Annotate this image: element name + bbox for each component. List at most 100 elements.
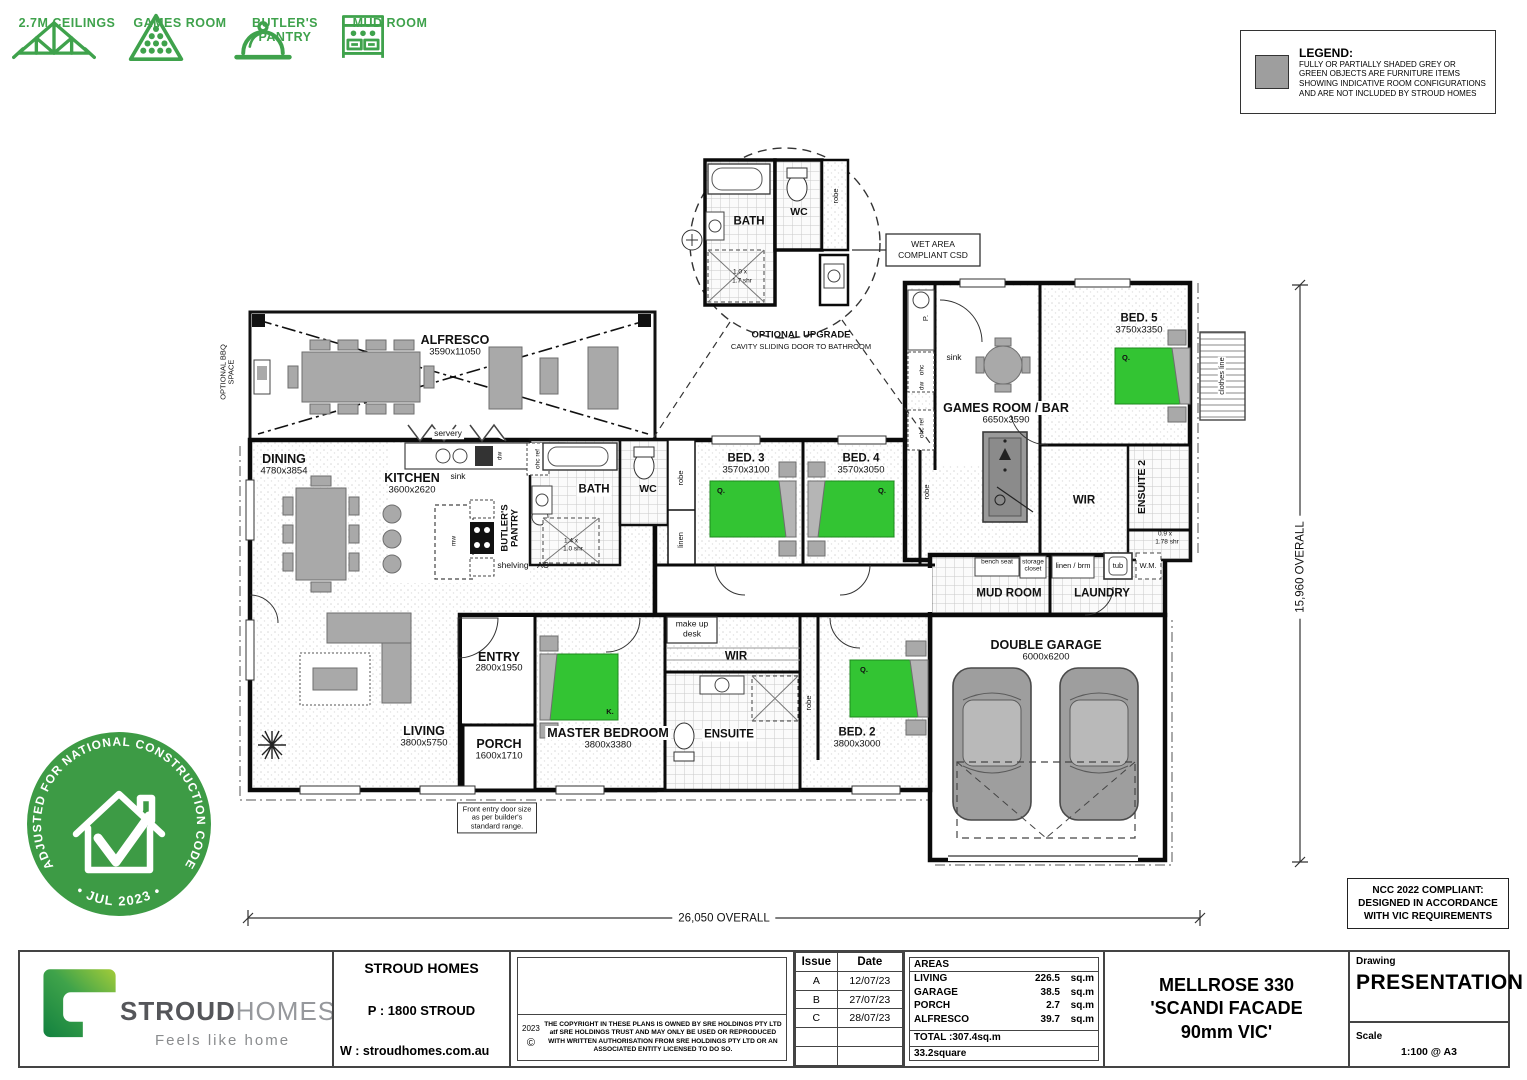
detail-robe-label: robe (830, 188, 840, 204)
room-kitchen-dims: 3600x2620 (388, 484, 436, 496)
ncc-stamp: ADJUSTED FOR NATIONAL CONSTRUCTION CODE … (27, 732, 211, 916)
shelving-label: shelving (497, 560, 529, 571)
ncc-line: DESIGNED IN ACCORDANCE (1358, 898, 1498, 909)
legend-line: GREEN OBJECTS ARE FURNITURE ITEMS (1299, 69, 1460, 79)
date-header: Date (836, 952, 904, 972)
logo-cell: STROUDHOMES Feels like home (20, 952, 335, 1066)
room-bed5-dims: 3750x3350 (1115, 324, 1163, 336)
bed5-q-label: Q. (1122, 352, 1130, 362)
alfresco-area (248, 310, 657, 442)
room-ensuite2: ENSUITE 2 (1136, 459, 1149, 515)
dining-furniture (282, 475, 360, 593)
room-bed2: BED. 2 (838, 726, 876, 739)
legend-box: LEGEND: FULLY OR PARTIALLY SHADED GREY O… (1240, 30, 1496, 114)
games-sink-label: sink (946, 352, 962, 363)
servery-label: servery (432, 428, 464, 439)
bed3-q-label: Q. (717, 485, 725, 495)
sink-label: sink (450, 471, 466, 482)
bath-shower-dims: 1.0 shr (563, 545, 583, 553)
overall-width-dim: 26,050 OVERALL (672, 912, 776, 926)
master-k-label: K. (606, 706, 614, 716)
stroud-homes-logo-icon (43, 969, 116, 1038)
ncc-line: WITH VIC REQUIREMENTS (1363, 911, 1493, 922)
detail-shower-dims: 1.0 x (732, 268, 748, 276)
porch-outline (461, 723, 537, 792)
room-dining-dims: 4780x3854 (260, 465, 308, 477)
room-wc: WC (639, 483, 657, 496)
copyright-text: THE COPYRIGHT IN THESE PLANS IS OWNED BY… (544, 1021, 782, 1053)
company-website: W : stroudhomes.com.au (340, 1044, 490, 1058)
feature-games-room: GAMES ROOM (125, 12, 235, 61)
bed4-q-label: Q. (878, 485, 886, 495)
room-master: MASTER BEDROOM (545, 726, 671, 740)
copyright-year: 2023 © (522, 1023, 540, 1052)
living-furniture (258, 612, 412, 760)
wet-area-callout: WET AREA (911, 239, 955, 250)
copyright-cell: 2023 © THE COPYRIGHT IN THESE PLANS IS O… (509, 952, 793, 1066)
room-wir-master: WIR (724, 650, 748, 663)
wm-label: W.M. (1139, 560, 1157, 570)
scale-value: 1:100 @ A3 (1401, 1045, 1457, 1058)
room-bed5: BED. 5 (1120, 312, 1158, 325)
pantry-p-label: P. (920, 314, 930, 322)
room-mudroom: MUD ROOM (976, 587, 1042, 600)
room-living-dims: 3800x5750 (400, 737, 448, 749)
front-door-note: Front entry door size as per builder's s… (457, 802, 537, 834)
copyright-inner-box: 2023 © THE COPYRIGHT IN THESE PLANS IS O… (517, 957, 787, 1061)
garage-cars (948, 667, 1139, 861)
ohc-ref-label: ohc ref (534, 449, 542, 469)
room-garage: DOUBLE GARAGE (990, 638, 1102, 652)
room-porch-dims: 1600x1710 (475, 750, 523, 762)
clothes-line-label: clothes line (1216, 357, 1227, 395)
room-bed4: BED. 4 (842, 452, 880, 465)
dw-label: dw (496, 451, 504, 461)
room-bed2-dims: 3800x3000 (833, 738, 881, 750)
room-games: GAMES ROOM / BAR (941, 401, 1071, 415)
copyright-symbol: © (526, 1037, 535, 1050)
company-name: STROUD HOMES (364, 960, 479, 976)
legend-grey-swatch (1255, 55, 1289, 89)
room-kitchen: KITCHEN (384, 471, 440, 485)
robe-label: robe (921, 484, 931, 500)
company-phone: P : 1800 STROUD (367, 1002, 476, 1018)
bed2-furniture (849, 640, 929, 736)
ensuite2-shower-dims: 1.78 shr (1155, 538, 1179, 546)
issue-header: Issue (795, 952, 838, 972)
wet-area-callout: COMPLIANT CSD (898, 250, 968, 261)
plan-title-cell: MELLROSE 330 'SCANDI FACADE 90mm VIC' (1103, 952, 1348, 1066)
roof-truss-icon (12, 21, 96, 59)
windows (245, 278, 1131, 795)
bed3-bed4-furniture (709, 461, 895, 557)
robe-label: robe (803, 695, 813, 711)
plan-title-line: MELLROSE 330 (1158, 974, 1295, 995)
robe-label: robe (675, 470, 685, 486)
room-entry: ENTRY (478, 650, 520, 664)
feature-label: 2.7M CEILINGS (18, 16, 116, 30)
door-arcs (249, 299, 1114, 659)
billiards-rack-icon (128, 13, 184, 61)
plan-title-line: 'SCANDI FACADE (1150, 998, 1303, 1019)
detail-bath-label: BATH (733, 215, 765, 228)
room-dining: DINING (262, 452, 306, 466)
feature-mud-room: MUD ROOM (335, 12, 445, 58)
optional-upgrade-sub: CAVITY SLIDING DOOR TO BATHROOM (730, 341, 872, 351)
bath-fixtures (531, 442, 655, 564)
optional-upgrade-label: OPTIONAL UPGRADE (751, 329, 851, 341)
bath-shower-dims: 1.4 x (563, 537, 579, 545)
plan-title-line: 90mm VIC' (1180, 1021, 1273, 1042)
room-bed3-dims: 3570x3100 (722, 464, 770, 476)
wet-area-detail (651, 147, 981, 444)
linen-label: linen (675, 532, 685, 548)
ncc-line: NCC 2022 COMPLIANT: (1372, 885, 1484, 896)
makeup-desk-label: make up desk (675, 618, 709, 638)
drawing-label: Drawing (1356, 956, 1396, 967)
room-bed3: BED. 3 (727, 452, 765, 465)
